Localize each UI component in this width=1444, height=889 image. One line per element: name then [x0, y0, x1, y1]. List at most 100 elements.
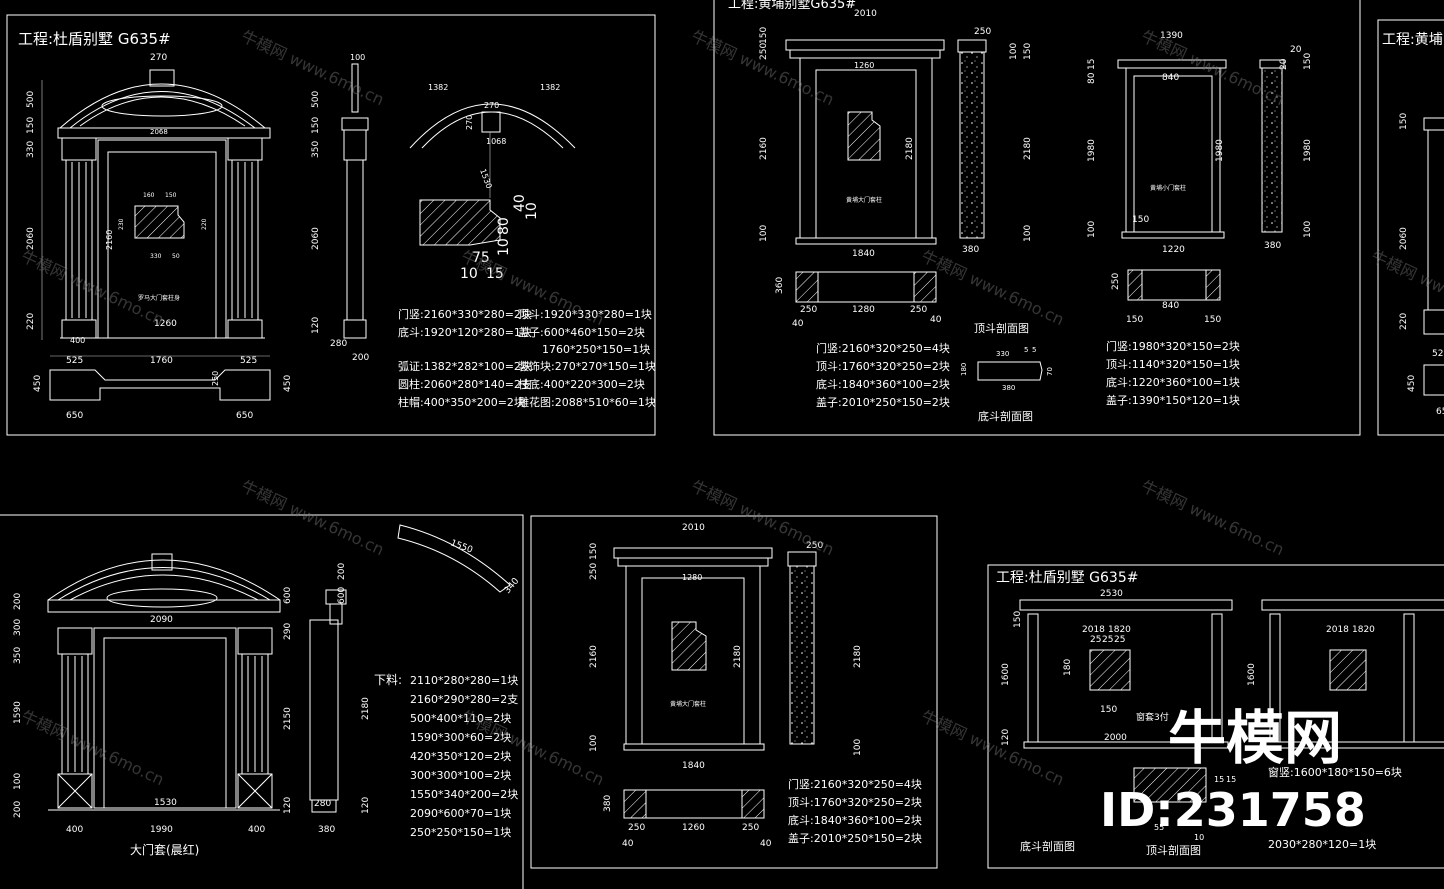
- material-line: 底斗:1840*360*100=2块: [788, 813, 922, 827]
- material-line: 雕花图:2088*510*60=1块: [518, 395, 656, 409]
- dim-label: 55: [1154, 823, 1164, 832]
- sheet-5: 黄埔大门套柱 2010 250 150 1280 2160 2180 100 1…: [530, 515, 938, 869]
- dim-label: 1820: [1108, 625, 1131, 635]
- dim-label: 100: [350, 53, 365, 62]
- dim-label: 2180: [733, 645, 743, 668]
- sheet-6-frame: [987, 564, 1444, 869]
- arch-detail: [409, 103, 576, 198]
- sheet-6: 工程:杜盾别墅 G635# 2530 150 1600 120 2000 201…: [987, 564, 1444, 869]
- sheet-4: 2090 400 1990 400 1530 200 300 350 1590 …: [0, 514, 524, 889]
- dim-label: 150: [1023, 43, 1033, 60]
- watermark-text: 牛模网 www.6mo.cn: [238, 476, 387, 559]
- dim-label: 1260: [682, 823, 705, 833]
- watermark-text: 牛模网 www.6mo.cn: [1138, 476, 1287, 559]
- dim-label: 150: [589, 543, 599, 560]
- dim-label: 10: [460, 266, 478, 282]
- dim-label: 10: [1194, 833, 1204, 842]
- material-line: 柱底:400*220*300=2块: [518, 377, 645, 391]
- dim-label: 600: [337, 587, 347, 604]
- dim-label: 20: [1290, 45, 1302, 55]
- site-logo-text: 牛模网: [1168, 704, 1342, 772]
- dim-label: 100: [1009, 43, 1019, 60]
- dim-label: 15: [486, 266, 504, 282]
- dim-label: 270: [484, 101, 499, 110]
- dim-label: 2530: [1100, 589, 1123, 599]
- dim-label: 840: [1162, 301, 1179, 311]
- material-line: 门竖:1980*320*150=2块: [1106, 339, 1240, 353]
- dim-label: 380: [962, 245, 979, 255]
- dim-label: 340: [503, 576, 522, 596]
- dim-label: 1530: [154, 798, 177, 808]
- dim-label: 220: [26, 313, 36, 330]
- dim-label: 525: [66, 356, 83, 366]
- dim-label: 2010: [854, 9, 877, 19]
- dim-label: 200: [337, 563, 347, 580]
- dim-label: 40: [792, 319, 804, 329]
- sheet-2-frame: [713, 0, 1361, 436]
- dim-label: 840: [1162, 73, 1179, 83]
- dim-label: 2018: [1326, 625, 1349, 635]
- sheet-2-caption-2: 黄埔小门套柱: [1150, 184, 1186, 192]
- dim-label: 180: [1063, 659, 1073, 676]
- dim-label: 500: [311, 91, 321, 108]
- dim-label: 330: [26, 141, 36, 158]
- dim-label: 528: [1432, 349, 1444, 359]
- roman-door-elevation: 罗马大门套柱身: [57, 69, 271, 339]
- dim-label: 2018: [1082, 625, 1105, 635]
- dim-label: 150: [1132, 215, 1149, 225]
- dim-label: 270: [465, 115, 474, 130]
- dim-label: 150: [1204, 315, 1221, 325]
- section-label: 底斗剖面图: [978, 409, 1033, 423]
- material-line: 门竖:2160*320*250=4块: [816, 341, 950, 355]
- sheet-5-caption: 黄埔大门套柱: [670, 700, 706, 708]
- material-line: 250*250*150=1块: [410, 826, 511, 839]
- sheet-2: 工程:黄埔别墅G635# 黄埔大门套柱 2010 1260 250 150 25…: [713, 0, 1361, 436]
- dim-label: 380: [603, 795, 613, 812]
- dim-label: 1390: [1160, 31, 1183, 41]
- material-line: 盖子:2010*250*150=2块: [816, 395, 950, 409]
- dim-label: 25: [1090, 635, 1101, 645]
- dim-label: 2090: [150, 615, 173, 625]
- dim-label: 350: [311, 141, 321, 158]
- dim-label: 15: [1087, 59, 1097, 70]
- sheet-2-caption-1: 黄埔大门套柱: [846, 196, 882, 204]
- section-label: 顶斗剖面图: [1146, 843, 1201, 857]
- dim-label: 1280: [852, 305, 875, 315]
- sheet-3-title: 工程:黄埔: [1382, 31, 1443, 48]
- sheet-1-title: 工程:杜盾别墅 G635#: [18, 30, 171, 48]
- dim-label: 2060: [26, 227, 36, 250]
- material-line: 门竖:2160*330*280=2块: [398, 307, 532, 321]
- material-line: 1550*340*200=2块: [410, 788, 518, 801]
- material-line: 2110*280*280=1块: [410, 674, 518, 687]
- dim-label: 1260: [154, 319, 177, 329]
- dim-label: 1820: [1352, 625, 1375, 635]
- dim-label: 2068: [150, 128, 168, 136]
- dim-label: 600: [283, 587, 293, 604]
- sheet-2-title: 工程:黄埔别墅G635#: [728, 0, 856, 12]
- dim-label: 2160: [589, 645, 599, 668]
- dim-label: 650: [66, 411, 83, 421]
- dim-label: 220: [201, 218, 208, 230]
- material-line: 底斗:1840*360*100=2块: [816, 377, 950, 391]
- material-line: 顶斗:1920*330*280=1块: [518, 308, 652, 321]
- dim-label: 5: [1024, 346, 1028, 354]
- dim-label: 120: [1001, 729, 1011, 746]
- material-line: 顶斗:1760*320*250=2块: [788, 796, 922, 809]
- sheet-1-caption: 罗马大门套柱身: [138, 294, 180, 302]
- material-line: 弧证:1382*282*100=2块: [398, 359, 532, 373]
- dim-label: 100: [1087, 221, 1097, 238]
- dim-label: 2150: [283, 707, 293, 730]
- sheet-5-frame: [530, 515, 938, 869]
- dim-label: 150: [311, 117, 321, 134]
- material-line: 柱帽:400*350*200=2块: [398, 395, 525, 409]
- dim-label: 1590: [13, 701, 23, 724]
- dim-label: 270: [150, 53, 167, 63]
- dim-label: 2180: [1023, 137, 1033, 160]
- dim-label: 150: [165, 192, 177, 199]
- material-line: 门竖:2160*320*250=4块: [788, 777, 922, 791]
- dim-label: 2000: [1104, 733, 1127, 743]
- sheet-1: 工程:杜盾别墅 G635# 罗马大门套柱身 270 500 150: [6, 14, 656, 436]
- dim-label: 250: [628, 823, 645, 833]
- dim-label: 50: [172, 253, 180, 260]
